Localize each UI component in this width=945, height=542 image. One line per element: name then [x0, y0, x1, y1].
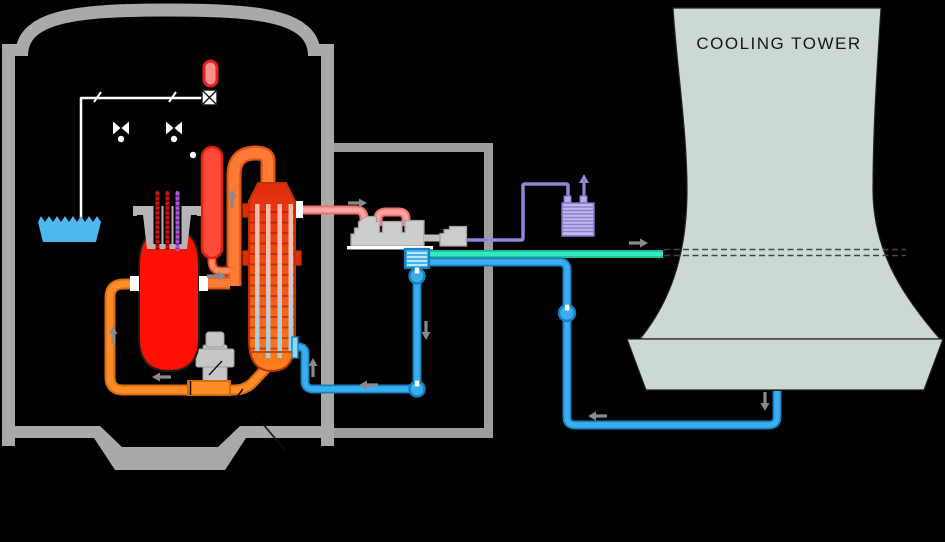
circulating-water-pump	[557, 303, 577, 323]
flow-arrow-down	[421, 321, 431, 340]
spray-line-break	[168, 91, 177, 103]
steam-generator	[242, 182, 303, 373]
flow-arrow-right	[348, 198, 367, 208]
condenser	[403, 247, 431, 270]
sg-nozzle	[242, 203, 250, 218]
flow-arrow-up	[227, 189, 237, 208]
spray-nozzle-icon	[201, 89, 218, 106]
turbine-building-floor	[334, 428, 493, 438]
containment-structure	[2, 3, 334, 470]
surge-line-inner	[209, 254, 230, 274]
electrical-system	[466, 174, 595, 242]
transformer	[561, 195, 595, 237]
flow-arrow-up	[108, 326, 118, 345]
flow-arrow-left	[359, 380, 378, 390]
cooling-tower-basin	[626, 338, 944, 391]
containment-spray-system	[38, 59, 219, 242]
containment-wall-left-step	[15, 44, 28, 56]
sg-nozzle	[242, 250, 250, 266]
flow-arrows	[108, 189, 770, 421]
reactor-nozzle-flange	[130, 276, 139, 291]
primary-loop	[104, 145, 276, 399]
feedwater-flange	[291, 336, 299, 359]
containment-leader-line	[261, 422, 286, 451]
power-line	[466, 182, 570, 242]
feedwater-pump	[408, 380, 426, 398]
containment-dome	[15, 3, 321, 57]
reactor-nozzle-flange	[199, 276, 208, 291]
pump-leader-line	[208, 360, 223, 376]
containment-wall-right-step	[308, 44, 321, 56]
containment-wall-right	[321, 44, 334, 446]
flow-arrow-right	[629, 238, 648, 248]
status-capsule	[202, 59, 219, 88]
steam-outlet-flange	[296, 201, 303, 218]
water-pool	[38, 216, 101, 242]
containment-floor	[2, 426, 334, 470]
condensate-pump	[408, 267, 426, 285]
pipe-joint-tick	[235, 388, 244, 399]
flow-arrow-left	[588, 411, 607, 421]
steam-turbine	[350, 215, 425, 247]
flow-arrow-down	[760, 392, 770, 411]
cooling-tower-label: COOLING TOWER	[696, 34, 861, 53]
turbine-building	[334, 143, 493, 438]
pump-casing	[187, 380, 231, 396]
spray-line-break	[93, 91, 102, 103]
generator	[439, 225, 468, 247]
cooling-water-system	[291, 247, 782, 430]
turbine-shaft	[424, 234, 440, 242]
valve-icon	[113, 121, 129, 143]
pressurizer	[200, 145, 224, 260]
sg-nozzle	[294, 250, 302, 266]
containment-wall-left	[2, 44, 15, 446]
flow-arrow-up	[308, 358, 318, 377]
valve-icon	[166, 121, 182, 143]
turbine-building-wall-right	[484, 143, 493, 438]
turbine-baseplate	[347, 246, 433, 250]
turbine-generator-set	[347, 215, 468, 250]
transmission-arrow	[579, 174, 589, 197]
cooling-tower: COOLING TOWER	[626, 7, 944, 391]
flow-arrow-left	[152, 372, 171, 382]
cold-leg-inner	[106, 280, 274, 394]
flow-arrow-right	[207, 271, 226, 281]
reactor-coolant-pump	[195, 331, 235, 382]
indicator-dot	[189, 151, 197, 159]
spray-line	[79, 96, 203, 231]
heat-exchange-tubes	[255, 204, 293, 358]
hot-leg-riser-inner	[228, 147, 274, 286]
control-rods	[155, 191, 180, 251]
turbine-building-roof	[334, 143, 493, 152]
